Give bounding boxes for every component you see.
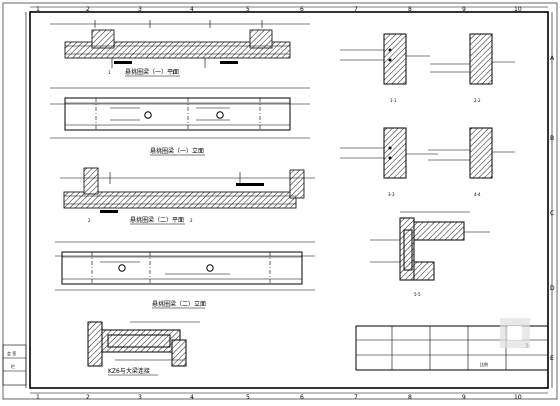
svg-text:1: 1 bbox=[108, 70, 111, 75]
plan2-caption: 悬挑圈梁（二）平面 bbox=[130, 216, 184, 224]
grid-col-label: 3 bbox=[138, 6, 142, 13]
grid-col-label: 8 bbox=[408, 6, 412, 13]
left-stamp: 会 签 栏 bbox=[2, 344, 27, 386]
grid-col-label: 6 bbox=[300, 6, 304, 13]
plan-view-1: 1 1 悬挑圈梁（一）平面 bbox=[50, 20, 310, 77]
stamp-line1: 会 签 bbox=[7, 350, 16, 356]
grid-col-label: 3 bbox=[138, 394, 142, 401]
svg-text:2: 2 bbox=[88, 218, 91, 223]
section-label: 3-3 bbox=[388, 192, 395, 197]
scale-label: 比例 bbox=[480, 361, 488, 367]
grid-col-label: 6 bbox=[300, 394, 304, 401]
grid-col-label: 7 bbox=[354, 394, 358, 401]
grid-col-label: 10 bbox=[514, 6, 522, 13]
watermark-logo-icon bbox=[500, 318, 530, 348]
detail-caption: KZ6与大梁连接 bbox=[108, 367, 150, 375]
elev2-caption: 悬挑圈梁（二）立面 bbox=[152, 300, 206, 308]
grid-ticks bbox=[25, 6, 553, 394]
elev1-caption: 悬挑圈梁（一）立面 bbox=[150, 147, 204, 155]
grid-col-label: 4 bbox=[190, 6, 194, 13]
grid-row-label: A bbox=[550, 55, 555, 62]
plan-view-2: 2 2 悬挑圈梁（二）平面 bbox=[60, 167, 315, 225]
section-1: 1-1 bbox=[340, 33, 430, 103]
section-label: 5-5 bbox=[414, 292, 421, 297]
svg-text:2: 2 bbox=[190, 218, 193, 223]
inner-frame bbox=[29, 11, 549, 389]
grid-col-label: 9 bbox=[462, 6, 466, 13]
grid-row-label: C bbox=[550, 210, 554, 217]
grid-col-label: 10 bbox=[514, 394, 522, 401]
stamp-line2: 栏 bbox=[11, 363, 15, 369]
grid-col-label: 5 bbox=[246, 394, 250, 401]
grid-row-label: E bbox=[550, 355, 554, 362]
section-3: 3-3 bbox=[340, 127, 438, 197]
section-label: 4-4 bbox=[474, 192, 481, 197]
section-label: 1-1 bbox=[390, 98, 397, 103]
section-2: 2-2 bbox=[430, 33, 515, 103]
section-4: 4-4 bbox=[428, 127, 515, 197]
grid-col-label: 2 bbox=[86, 394, 90, 401]
detail-kz6: KZ6与大梁连接 bbox=[87, 321, 200, 376]
grid-row-label: D bbox=[550, 285, 555, 292]
grid-col-label: 5 bbox=[246, 6, 250, 13]
section-5: 5-5 bbox=[370, 211, 490, 297]
svg-text:1: 1 bbox=[172, 70, 175, 75]
grid-col-label: 7 bbox=[354, 6, 358, 13]
grid-column-labels: 1 2 3 4 5 6 7 8 9 10 1 2 3 4 5 6 7 8 9 1… bbox=[36, 6, 522, 401]
grid-col-label: 4 bbox=[190, 394, 194, 401]
elevation-view-1: 悬挑圈梁（一）立面 bbox=[50, 87, 310, 156]
grid-col-label: 9 bbox=[462, 394, 466, 401]
grid-col-label: 1 bbox=[36, 394, 40, 401]
grid-row-label: B bbox=[550, 135, 554, 142]
elevation-view-2: 悬挑圈梁（二）立面 bbox=[55, 241, 315, 309]
section-label: 2-2 bbox=[474, 98, 481, 103]
grid-col-label: 8 bbox=[408, 394, 412, 401]
grid-row-labels: A B C D E bbox=[550, 55, 555, 362]
plan1-caption: 悬挑圈梁（一）平面 bbox=[125, 68, 179, 76]
grid-col-label: 2 bbox=[86, 6, 90, 13]
grid-col-label: 1 bbox=[36, 6, 40, 13]
